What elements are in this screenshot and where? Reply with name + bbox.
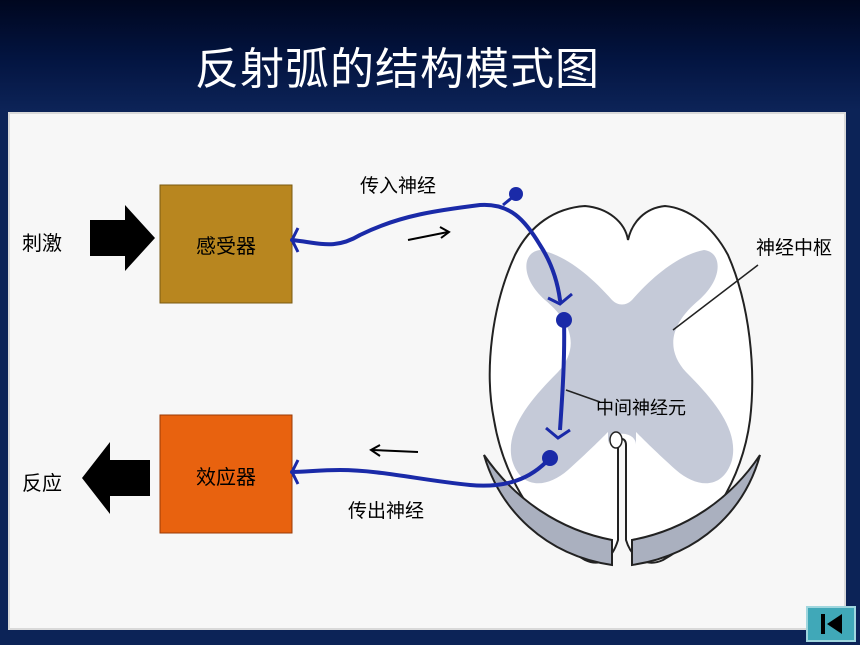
gray-matter: [510, 250, 734, 484]
ventral-band: [483, 454, 613, 567]
back-button[interactable]: [806, 606, 856, 642]
ventral-band-right: [631, 454, 761, 567]
stimulus-arrow: [90, 205, 155, 271]
afferent-direction-arrow: [407, 231, 449, 241]
efferent-label: 传出神经: [348, 500, 424, 522]
effector-box: [159, 414, 293, 534]
afferent-arrowhead: [439, 226, 451, 239]
afferent-label: 传入神经: [360, 175, 436, 197]
effector-label: 效应器: [196, 465, 256, 489]
interneuron-leader-line: [565, 389, 601, 403]
central-canal: [609, 431, 623, 449]
skip-back-icon: [821, 614, 842, 634]
center-leader-line: [672, 264, 759, 331]
response-arrow: [82, 442, 150, 514]
synapse-lower: [545, 426, 571, 440]
interneuron: [558, 319, 567, 431]
center-label: 神经中枢: [756, 237, 832, 259]
afferent-nerve: [290, 202, 562, 302]
slide-title: 反射弧的结构模式图: [195, 44, 600, 95]
synapse-upper: [547, 292, 573, 306]
afferent-cell-body: [509, 187, 523, 201]
receptor-label: 感受器: [196, 234, 256, 258]
stimulus-label: 刺激: [22, 231, 62, 255]
efferent-arrowhead: [369, 444, 381, 457]
receptor-terminal: [290, 227, 300, 253]
efferent-direction-arrow: [371, 449, 419, 453]
effector-terminal: [290, 459, 300, 485]
response-label: 反应: [22, 471, 62, 495]
efferent-nerve: [290, 456, 552, 488]
interneuron-label: 中间神经元: [596, 398, 686, 419]
receptor-box: [159, 184, 293, 304]
